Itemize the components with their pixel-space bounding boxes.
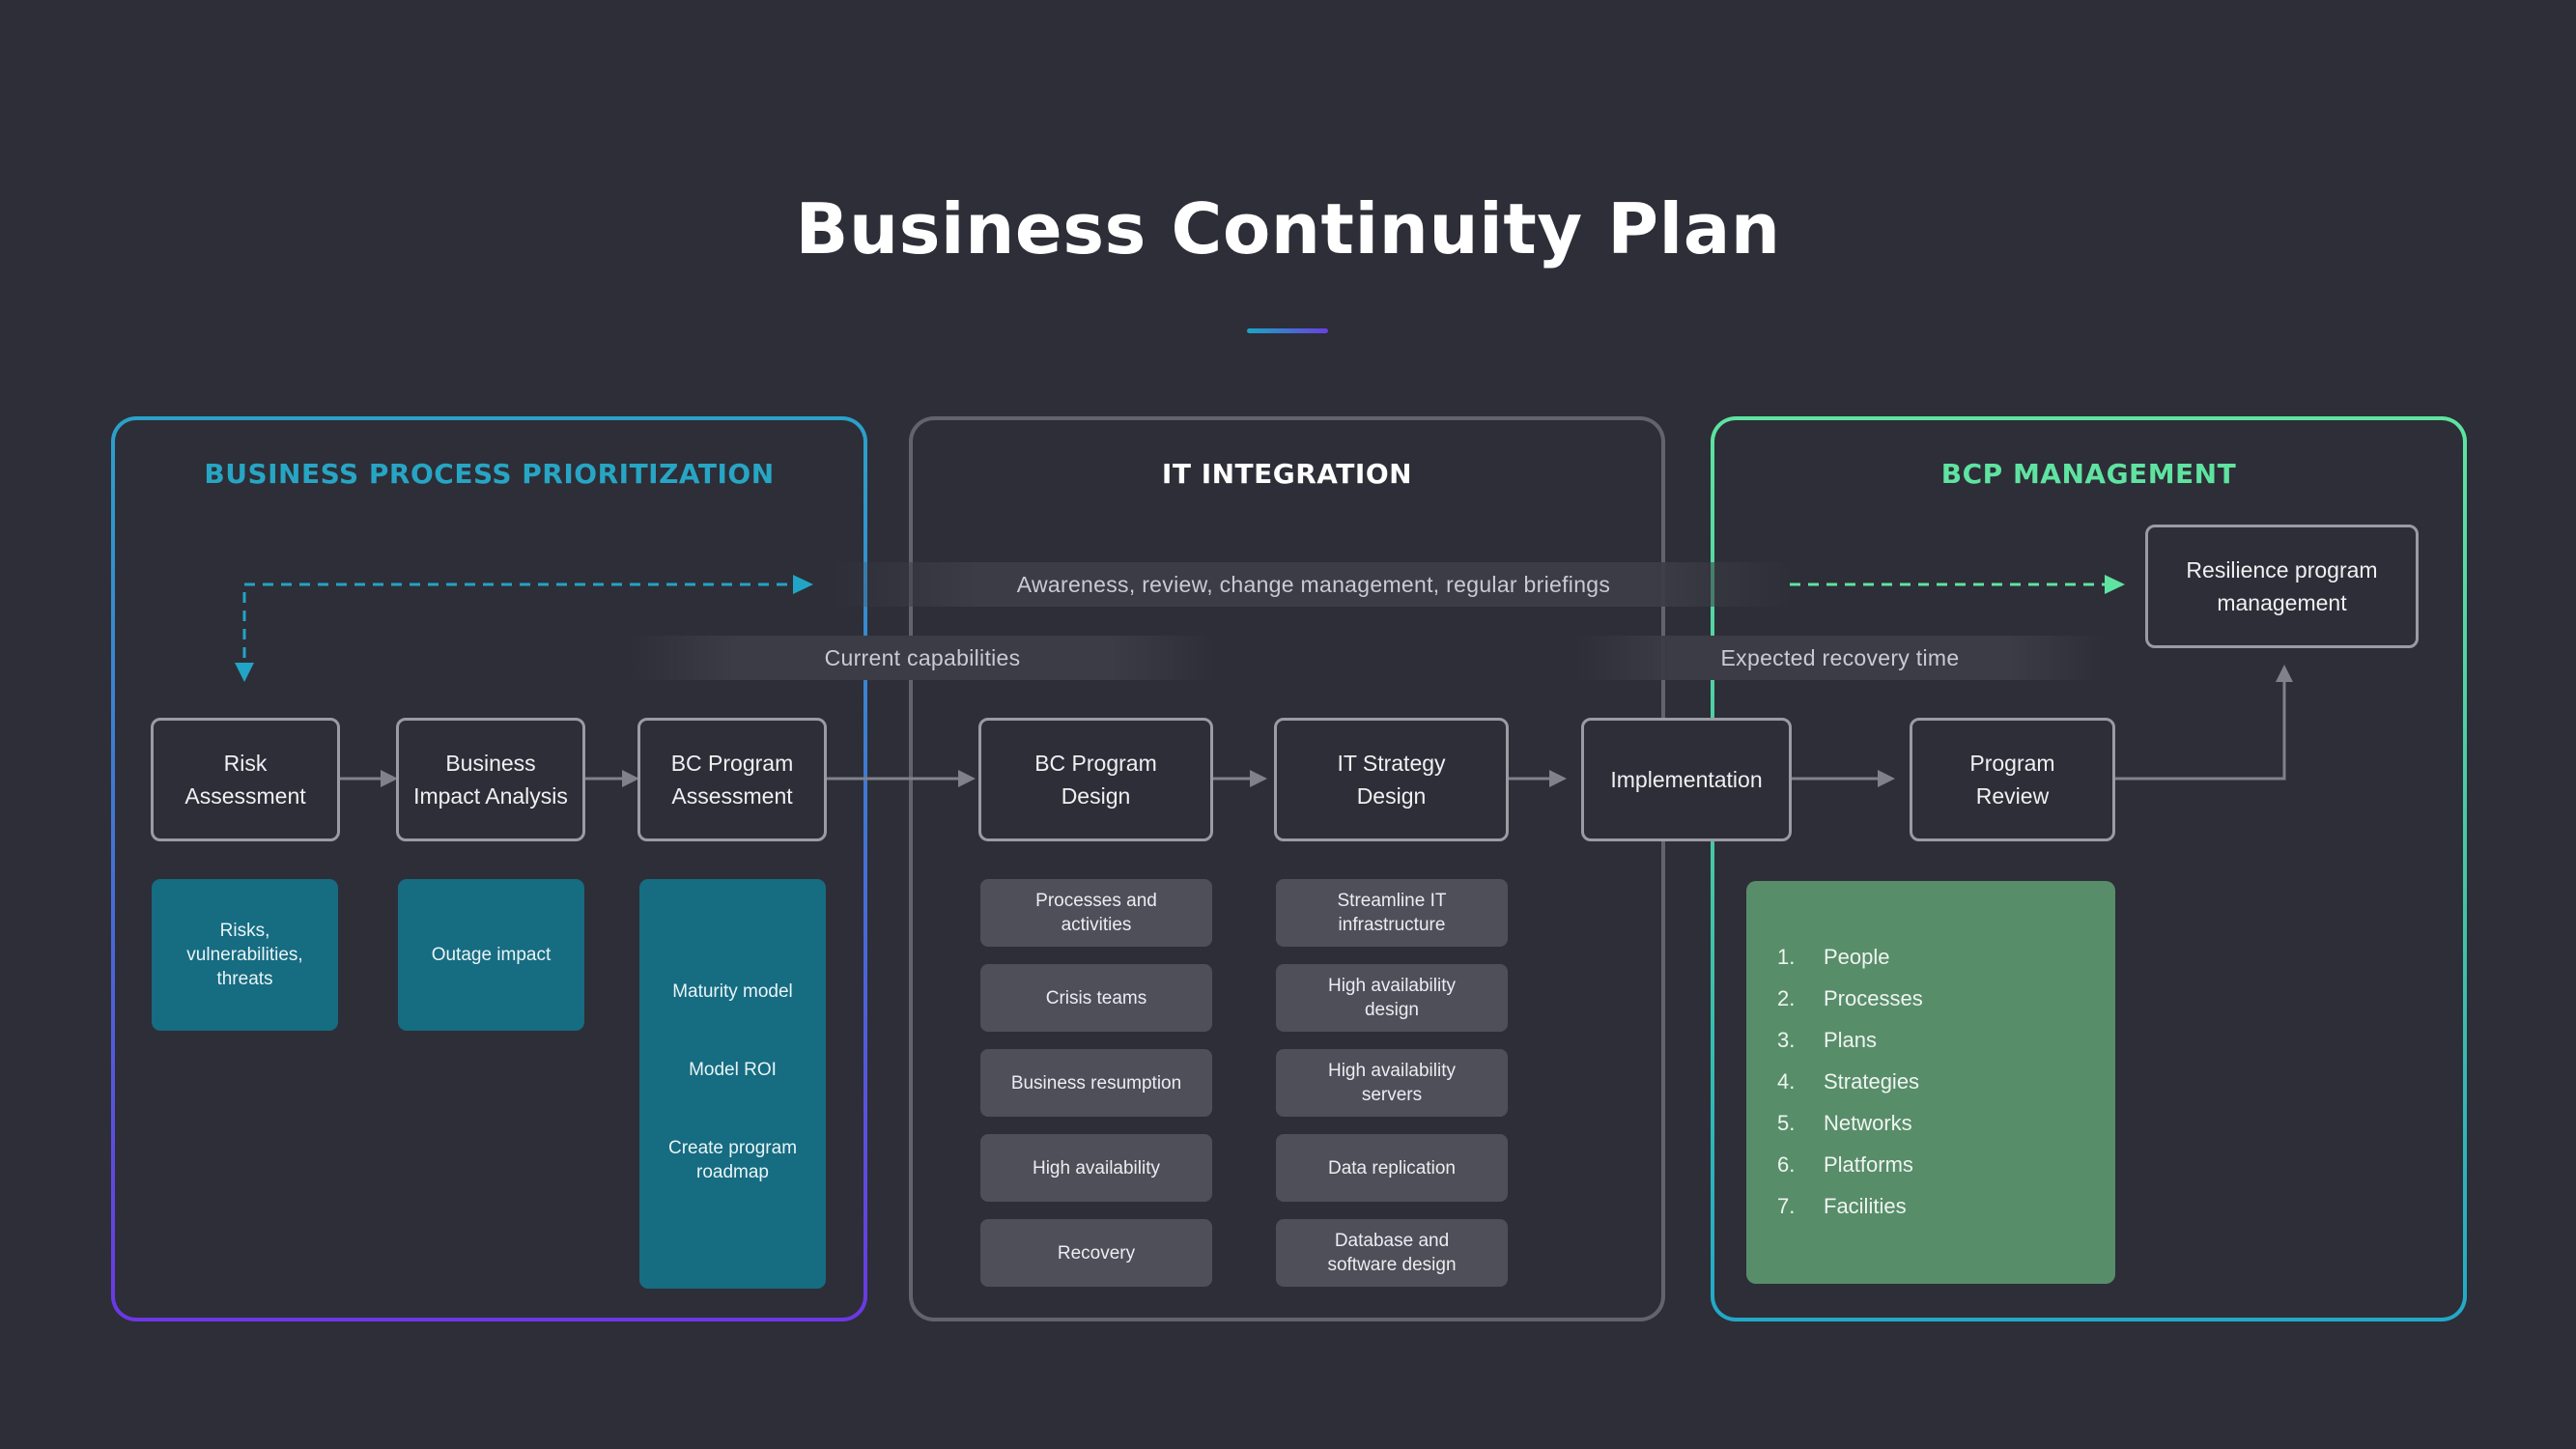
design-item-high-availability: High availability — [980, 1134, 1212, 1202]
list-item: 4.Strategies — [1777, 1069, 1920, 1094]
awareness-band-label: Awareness, review, change management, re… — [831, 562, 1797, 607]
maturity-model-label: Maturity model — [672, 981, 793, 1002]
list-item: 6.Platforms — [1777, 1152, 1913, 1177]
model-roi-label: Model ROI — [689, 1060, 777, 1080]
section-heading-prioritization: BUSINESS PROCESS PRIORITIZATION — [204, 458, 775, 490]
expected-recovery-label: Expected recovery time — [1574, 636, 2106, 680]
outage-impact-card: Outage impact — [398, 879, 584, 1031]
list-item: 3.Plans — [1777, 1028, 1878, 1052]
design-item-crisis-teams: Crisis teams — [980, 964, 1212, 1032]
section-heading-bcp-management: BCP MANAGEMENT — [1940, 458, 2237, 490]
step-bc-program-assessment: BC Program Assessment — [637, 718, 827, 841]
assessment-outputs-card: Maturity model Model ROI Create program … — [639, 879, 826, 1289]
it-item-data-replication: Data replication — [1276, 1134, 1508, 1202]
management-list-card: 1.People 2.Processes 3.Plans 4.Strategie… — [1746, 881, 2115, 1284]
risks-vulnerabilities-card: Risks, vulnerabilities, threats — [152, 879, 338, 1031]
list-item: 5.Networks — [1777, 1111, 1912, 1135]
step-risk-assessment: Risk Assessment — [151, 718, 340, 841]
it-item-streamline: Streamline IT infrastructure — [1276, 879, 1508, 947]
step-resilience-program-management: Resilience program management — [2145, 525, 2419, 648]
it-item-ha-design: High availability design — [1276, 964, 1508, 1032]
step-it-strategy-design: IT Strategy Design — [1274, 718, 1509, 841]
it-item-database-software: Database and software design — [1276, 1219, 1508, 1287]
it-item-ha-servers: High availability servers — [1276, 1049, 1508, 1117]
list-item: 1.People — [1777, 945, 1890, 969]
current-capabilities-label: Current capabilities — [628, 636, 1217, 680]
design-item-recovery: Recovery — [980, 1219, 1212, 1287]
design-item-processes: Processes and activities — [980, 879, 1212, 947]
list-item: 7.Facilities — [1777, 1194, 1907, 1218]
list-item: 2.Processes — [1777, 986, 1923, 1010]
step-business-impact-analysis: Business Impact Analysis — [396, 718, 585, 841]
step-implementation: Implementation — [1581, 718, 1792, 841]
page-title: Business Continuity Plan — [795, 188, 1781, 270]
title-underline — [1247, 328, 1328, 333]
design-item-business-resumption: Business resumption — [980, 1049, 1212, 1117]
section-frame-prioritization — [111, 416, 867, 1321]
step-bc-program-design: BC Program Design — [978, 718, 1213, 841]
step-program-review: Program Review — [1910, 718, 2115, 841]
section-heading-it-integration: IT INTEGRATION — [1161, 458, 1413, 490]
create-roadmap-label: Create program roadmap — [667, 1138, 798, 1182]
